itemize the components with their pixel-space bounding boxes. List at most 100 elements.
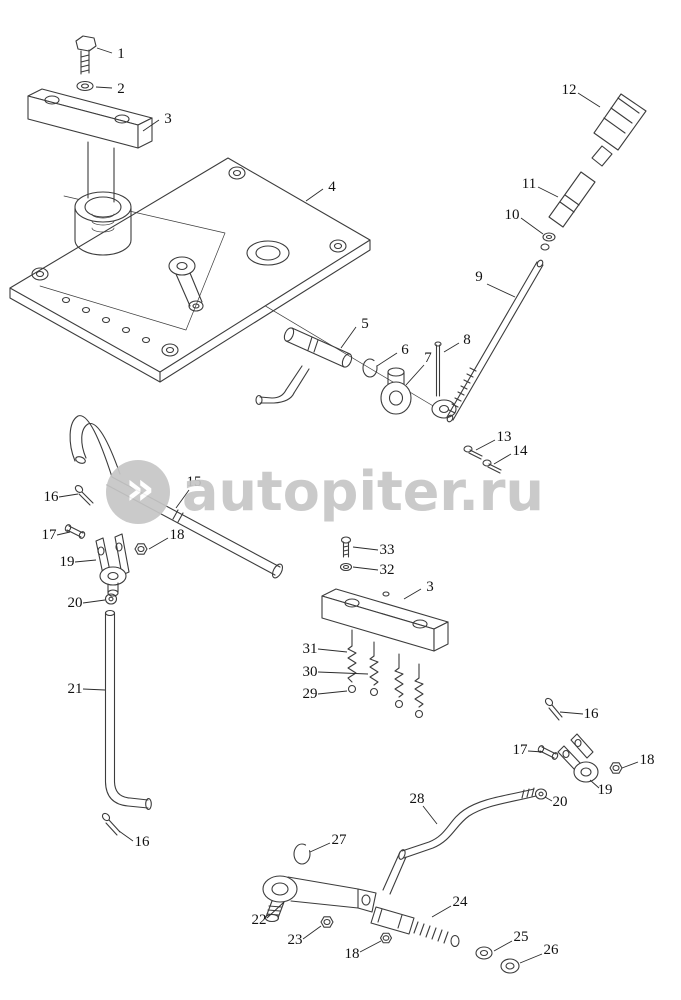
callout-label-30: 30 [303, 664, 318, 680]
pin-8 [434, 341, 442, 397]
callout-label-3: 3 [426, 579, 434, 595]
ring-20-right [534, 788, 548, 800]
callout-leader-3 [403, 588, 422, 600]
callout-leader-11 [537, 186, 559, 198]
bolt-16-right [544, 697, 563, 721]
ring-20-left [104, 593, 118, 605]
spring-pin-set-4 [414, 663, 424, 719]
callout-label-13: 13 [497, 429, 512, 445]
callout-label-18: 18 [640, 752, 655, 768]
clevis-19-left [95, 533, 130, 597]
callout-label-14: 14 [513, 443, 529, 459]
callout-label-10: 10 [505, 207, 520, 223]
callout-label-19: 19 [60, 554, 75, 570]
callout-leader-22 [266, 901, 285, 919]
knob-12 [591, 93, 647, 167]
callout-label-5: 5 [361, 316, 369, 332]
callout-leader-28 [422, 805, 438, 825]
callout-label-32: 32 [380, 562, 395, 578]
callout-label-1: 1 [117, 46, 125, 62]
callout-leader-17 [56, 531, 71, 536]
callout-leader-5 [340, 326, 357, 349]
bolt-16-left [74, 485, 94, 506]
callout-leader-16 [58, 493, 79, 498]
spring-pin-set-3 [394, 653, 404, 709]
callout-leader-19 [589, 779, 600, 789]
callout-leader-25 [493, 940, 513, 952]
callout-leader-32 [352, 566, 379, 571]
pin-17-left [64, 524, 86, 539]
callout-leader-16 [118, 830, 134, 842]
callout-leader-24 [431, 905, 452, 918]
callout-label-3: 3 [164, 111, 172, 127]
ring-26 [500, 958, 520, 974]
callout-label-9: 9 [475, 269, 483, 285]
callout-leader-3 [142, 119, 160, 132]
callout-label-18: 18 [170, 527, 185, 543]
callout-leader-20 [82, 599, 106, 604]
callout-leader-4 [305, 188, 324, 202]
rod-15 [106, 476, 284, 579]
callout-label-20: 20 [68, 595, 83, 611]
shaft-11 [548, 171, 596, 228]
nut-18-bottom [379, 932, 393, 944]
callout-leader-14 [493, 453, 512, 465]
nut-18-right [609, 762, 623, 774]
callout-leader-18 [148, 537, 169, 550]
callout-leader-10 [520, 217, 544, 235]
callout-label-2: 2 [117, 81, 125, 97]
boss-with-spring [74, 191, 132, 256]
callout-leader-31 [317, 648, 348, 653]
nut-18-left [134, 543, 148, 555]
callout-leader-6 [376, 352, 398, 367]
callout-leader-16 [559, 711, 584, 715]
callout-leader-18 [359, 940, 382, 953]
callout-label-16: 16 [135, 834, 151, 850]
bracket-3-mid [321, 588, 449, 652]
callout-label-15: 15 [187, 474, 202, 490]
callout-label-28: 28 [410, 791, 425, 807]
callout-leader-1 [96, 47, 113, 54]
bent-rod-21 [104, 609, 152, 811]
callout-label-21: 21 [68, 681, 83, 697]
callout-leader-26 [519, 953, 543, 964]
callout-label-23: 23 [288, 932, 303, 948]
bolt-13 [463, 445, 483, 460]
callout-leader-2 [95, 86, 113, 89]
shaft-5 [255, 327, 353, 406]
callout-label-4: 4 [328, 179, 336, 195]
washer-2 [76, 80, 94, 92]
nut-23 [320, 916, 334, 928]
callout-label-8: 8 [463, 332, 471, 348]
clevis-19-right [557, 733, 599, 783]
cover-plate-4 [9, 157, 371, 383]
callout-leader-30 [317, 671, 369, 675]
snap-ring-6 [362, 358, 378, 378]
callout-label-17: 17 [42, 527, 58, 543]
callout-leader-27 [309, 842, 331, 853]
callout-leader-13 [475, 439, 496, 451]
callout-leader-20 [544, 796, 553, 802]
callout-leader-23 [302, 925, 322, 940]
fork-7 [380, 367, 412, 415]
callout-leader-21 [82, 688, 106, 691]
callout-leader-12 [577, 92, 601, 108]
callout-label-16: 16 [584, 706, 600, 722]
callout-label-27: 27 [332, 832, 348, 848]
rings-10 [540, 232, 556, 251]
callout-leader-17 [527, 750, 544, 753]
callout-label-11: 11 [522, 176, 536, 192]
callout-label-16: 16 [44, 489, 60, 505]
support-pillar [87, 141, 115, 203]
callout-label-18: 18 [345, 946, 360, 962]
callout-label-26: 26 [544, 942, 560, 958]
washer-32 [339, 562, 353, 572]
callout-label-6: 6 [401, 342, 409, 358]
callout-label-17: 17 [513, 742, 529, 758]
bolt-14 [482, 459, 502, 474]
callout-leader-19 [74, 559, 97, 563]
callout-label-12: 12 [562, 82, 577, 98]
